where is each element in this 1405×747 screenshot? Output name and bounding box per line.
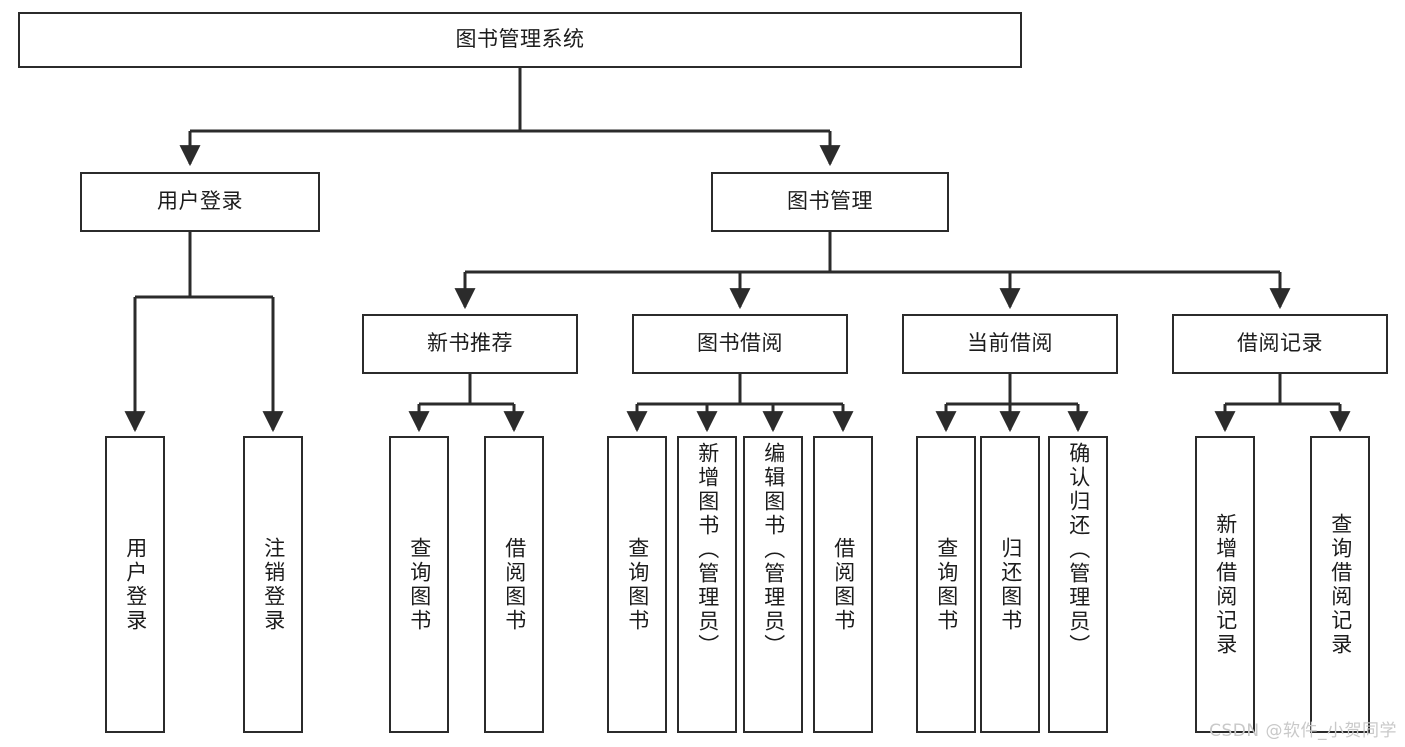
csdn-watermark: CSDN @软件_小贺同学	[1209, 721, 1397, 741]
leaf-borrow-add-book-admin[interactable]: 新增图书（管理员）	[677, 436, 737, 733]
leaf-user-login-label: 用户登录	[123, 536, 148, 633]
leaf-current-query-book[interactable]: 查询图书	[916, 436, 976, 733]
leaf-user-login[interactable]: 用户登录	[105, 436, 165, 733]
node-borrow-record-label: 借阅记录	[1237, 331, 1323, 356]
node-new-book-recommend-label: 新书推荐	[427, 331, 513, 356]
node-book-borrow[interactable]: 图书借阅	[632, 314, 848, 374]
leaf-current-return-book-label: 归还图书	[998, 536, 1023, 633]
node-borrow-record[interactable]: 借阅记录	[1172, 314, 1388, 374]
node-book-management[interactable]: 图书管理	[711, 172, 949, 232]
leaf-current-return-book[interactable]: 归还图书	[980, 436, 1040, 733]
leaf-logout[interactable]: 注销登录	[243, 436, 303, 733]
leaf-logout-label: 注销登录	[261, 536, 286, 633]
leaf-newbook-query-book[interactable]: 查询图书	[389, 436, 449, 733]
leaf-borrow-query-book-label: 查询图书	[625, 536, 650, 633]
leaf-current-confirm-return-admin-label: 确认归还（管理员）	[1066, 442, 1091, 658]
leaf-record-add-record-label: 新增借阅记录	[1213, 512, 1238, 657]
node-user-login[interactable]: 用户登录	[80, 172, 320, 232]
leaf-newbook-borrow-book-label: 借阅图书	[502, 536, 527, 633]
node-new-book-recommend[interactable]: 新书推荐	[362, 314, 578, 374]
leaf-borrow-borrow-book[interactable]: 借阅图书	[813, 436, 873, 733]
leaf-current-confirm-return-admin[interactable]: 确认归还（管理员）	[1048, 436, 1108, 733]
node-current-borrow-label: 当前借阅	[967, 331, 1053, 356]
node-root-system-label: 图书管理系统	[455, 27, 585, 52]
node-book-management-label: 图书管理	[787, 189, 873, 214]
node-user-login-label: 用户登录	[157, 189, 243, 214]
leaf-record-query-record[interactable]: 查询借阅记录	[1310, 436, 1370, 733]
leaf-borrow-query-book[interactable]: 查询图书	[607, 436, 667, 733]
leaf-record-add-record[interactable]: 新增借阅记录	[1195, 436, 1255, 733]
leaf-borrow-add-book-admin-label: 新增图书（管理员）	[695, 442, 720, 658]
node-book-borrow-label: 图书借阅	[697, 331, 783, 356]
leaf-record-query-record-label: 查询借阅记录	[1328, 512, 1353, 657]
leaf-borrow-edit-book-admin-label: 编辑图书（管理员）	[761, 442, 786, 658]
leaf-current-query-book-label: 查询图书	[934, 536, 959, 633]
leaf-newbook-query-book-label: 查询图书	[407, 536, 432, 633]
node-current-borrow[interactable]: 当前借阅	[902, 314, 1118, 374]
leaf-borrow-edit-book-admin[interactable]: 编辑图书（管理员）	[743, 436, 803, 733]
leaf-newbook-borrow-book[interactable]: 借阅图书	[484, 436, 544, 733]
leaf-borrow-borrow-book-label: 借阅图书	[831, 536, 856, 633]
node-root-system[interactable]: 图书管理系统	[18, 12, 1022, 68]
